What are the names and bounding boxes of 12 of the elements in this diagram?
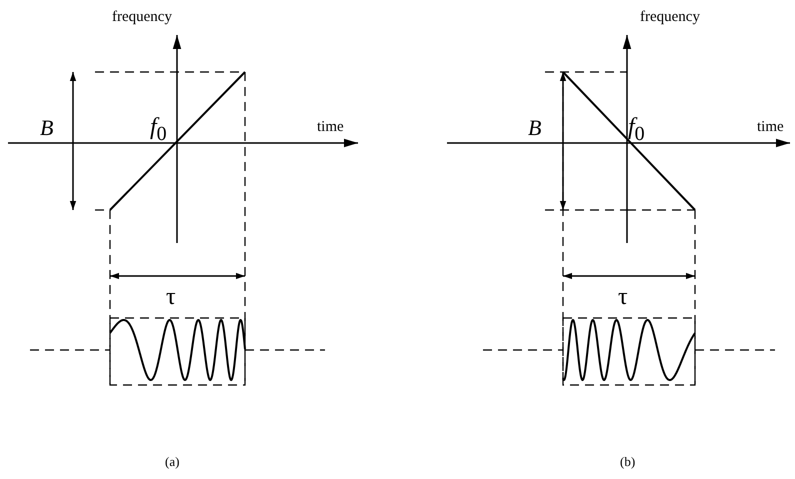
axis-label: frequency bbox=[640, 10, 700, 25]
frequency-label: f$_{0}$ bbox=[628, 115, 645, 144]
axis-label: time bbox=[317, 120, 344, 135]
axis-label: frequency bbox=[112, 10, 172, 25]
frequency-label: f$_{0}$ bbox=[150, 115, 167, 144]
panel-label: (b) bbox=[620, 455, 636, 468]
duration-label: τ bbox=[166, 285, 176, 309]
panel-label: (a) bbox=[165, 455, 180, 468]
bandwidth-label: B bbox=[528, 117, 542, 139]
duration-label: τ bbox=[618, 285, 628, 309]
axis-label: time bbox=[757, 120, 784, 135]
bandwidth-label: B bbox=[40, 117, 54, 139]
